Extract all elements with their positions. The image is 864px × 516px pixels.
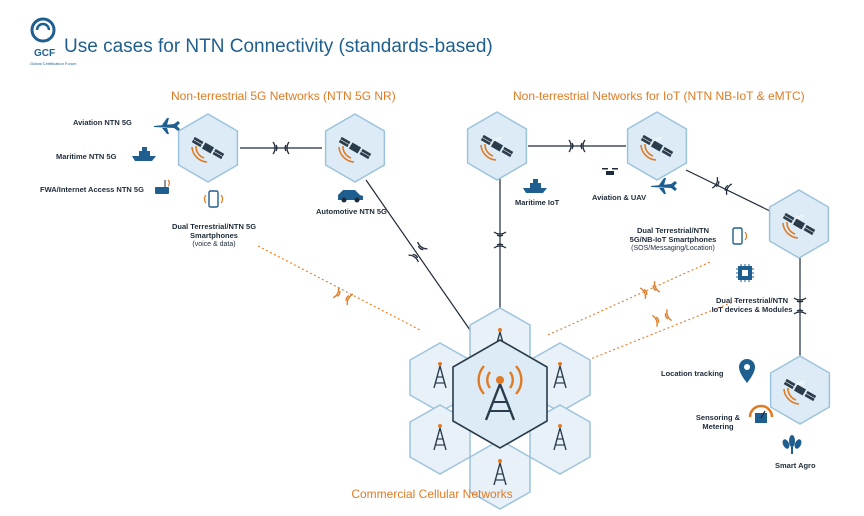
airplane-icon	[154, 118, 180, 134]
label-maritime-ntn5g: Maritime NTN 5G	[56, 152, 117, 161]
router-icon	[155, 179, 170, 194]
ship-icon	[132, 147, 156, 161]
airplane-icon	[651, 178, 677, 194]
satellite-ntn5g-2	[324, 113, 386, 183]
page-title: Use cases for NTN Connectivity (standard…	[64, 36, 493, 57]
label-sensoring: Sensoring & Metering	[688, 413, 748, 431]
label-line: Dual Terrestrial/NTN 5G	[171, 222, 257, 231]
cellular-hex-cluster	[409, 307, 591, 510]
label-line: Smartphones	[190, 231, 238, 240]
label-line: Dual Terrestrial/NTN	[716, 296, 788, 305]
label-dual-iot-smartphones: Dual Terrestrial/NTN 5G/NB-IoT Smartphon…	[618, 226, 728, 253]
label-sub: (SOS/Messaging/Location)	[631, 245, 715, 252]
logo-subtext: Global Certification Forum	[30, 61, 77, 66]
meter-icon	[748, 404, 774, 423]
label-line: IoT devices & Modules	[711, 305, 793, 314]
car-icon	[338, 190, 363, 203]
ship-icon	[523, 179, 547, 193]
label-dual-iot-modules: Dual Terrestrial/NTN IoT devices & Modul…	[702, 296, 802, 314]
label-maritime-iot: Maritime IoT	[515, 198, 560, 207]
label-fwa: FWA/Internet Access NTN 5G	[40, 185, 144, 194]
section-title-cellular: Commercial Cellular Networks	[351, 487, 513, 501]
label-aviation-ntn5g: Aviation NTN 5G	[73, 118, 132, 127]
iot-tag: IoT	[797, 381, 805, 387]
link-signal-orange-icon	[651, 308, 673, 328]
iot-tag: IoT	[796, 215, 804, 221]
plant-icon	[782, 435, 802, 454]
label-dual-5g-smartphones: Dual Terrestrial/NTN 5G Smartphones (voi…	[159, 222, 269, 249]
smartphone-icon	[203, 190, 224, 208]
label-line: Sensoring &	[695, 413, 741, 422]
smartphone-icon	[732, 227, 748, 245]
drone-icon	[602, 168, 618, 175]
central-cell-hex	[452, 339, 548, 449]
label-location-tracking: Location tracking	[661, 369, 724, 378]
link-signal-orange-icon	[639, 280, 661, 300]
label-line: Dual Terrestrial/NTN	[637, 226, 709, 235]
satellite-iot-3	[768, 189, 830, 259]
label-smart-agro: Smart Agro	[775, 461, 816, 470]
satellite-iot-2	[626, 111, 688, 181]
gcf-logo-icon	[30, 17, 56, 43]
chip-icon	[736, 264, 754, 282]
label-automotive: Automotive NTN 5G	[316, 207, 387, 216]
logo-text: GCF	[34, 48, 56, 59]
iot-tag: IoT	[494, 137, 502, 143]
label-sub: (voice & data)	[192, 241, 236, 248]
location-pin-icon	[739, 359, 755, 383]
main-tower-icon	[477, 365, 523, 421]
satellite-iot-4	[769, 355, 831, 425]
satellite-iot-1	[466, 111, 528, 181]
satellite-ntn5g-1	[177, 113, 239, 183]
section-title-ntniot: Non-terrestrial Networks for IoT (NTN NB…	[513, 89, 805, 103]
section-title-ntn5g: Non-terrestrial 5G Networks (NTN 5G NR)	[171, 89, 396, 103]
label-line: Metering	[702, 422, 734, 431]
link-signal-icon	[711, 176, 733, 196]
iot-tag: IoT	[654, 137, 662, 143]
label-aviation-uav: Aviation & UAV	[592, 193, 647, 202]
label-line: 5G/NB-IoT Smartphones	[629, 235, 717, 244]
